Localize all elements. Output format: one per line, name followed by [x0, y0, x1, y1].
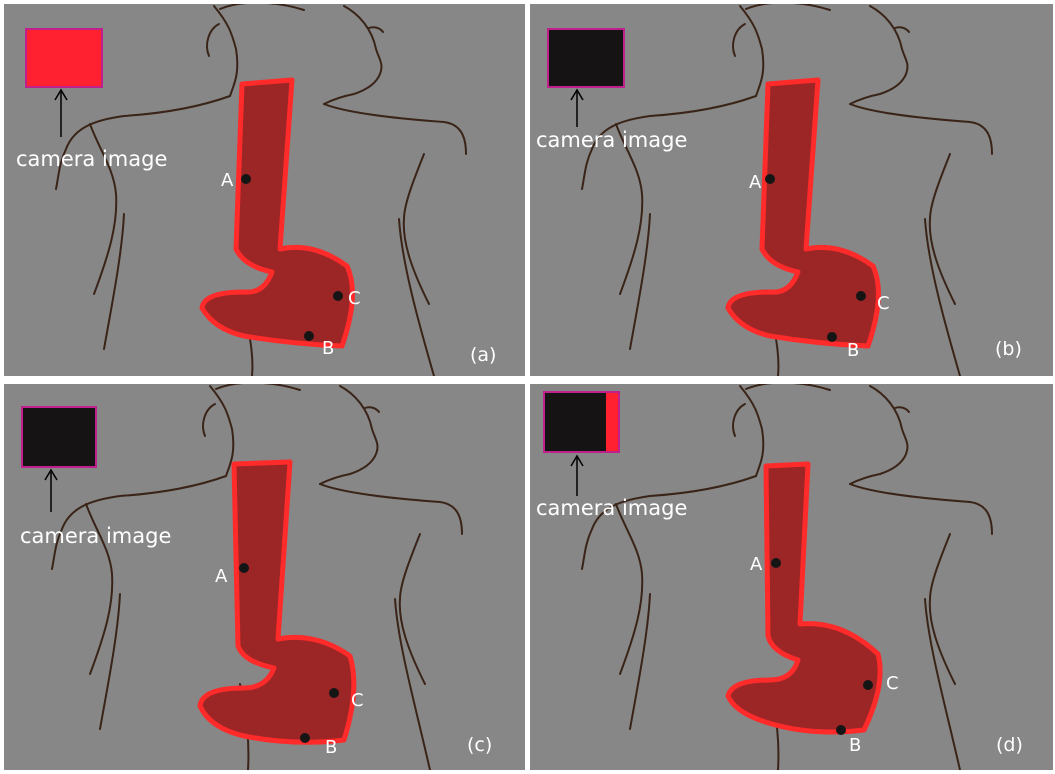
point-label-c: C [877, 293, 890, 314]
marker-c [329, 688, 339, 698]
marker-a [241, 174, 251, 184]
point-label-a: A [750, 554, 762, 575]
point-label-c: C [886, 673, 899, 694]
marker-a [239, 563, 249, 573]
anatomy-illustration [4, 4, 525, 376]
camera-caption: camera image [536, 128, 687, 152]
panel-b: camera image A B C (b) [530, 4, 1053, 376]
camera-image-box [22, 407, 96, 467]
camera-caption: camera image [536, 496, 687, 520]
panel-label: (d) [996, 734, 1023, 756]
anatomy-illustration [530, 384, 1053, 770]
panel-a: camera image A B C (a) [4, 4, 525, 376]
point-label-c: C [348, 288, 361, 309]
point-label-b: B [849, 735, 861, 756]
marker-c [333, 291, 343, 301]
marker-c [856, 291, 866, 301]
marker-a [765, 174, 775, 184]
anatomy-illustration [530, 4, 1053, 376]
point-label-b: B [847, 340, 859, 361]
panel-d: camera image A B C (d) [530, 384, 1053, 770]
point-label-b: B [322, 338, 334, 359]
camera-image-box [544, 392, 606, 452]
panel-label: (c) [467, 734, 492, 756]
marker-b [304, 331, 314, 341]
marker-b [827, 332, 837, 342]
point-label-b: B [325, 737, 337, 758]
point-label-a: A [215, 566, 227, 587]
marker-b [300, 733, 310, 743]
camera-caption: camera image [16, 147, 167, 171]
marker-c [863, 680, 873, 690]
point-label-a: A [749, 172, 761, 193]
camera-image-red-edge [606, 392, 619, 452]
marker-b [836, 725, 846, 735]
panel-c: camera image A B C (c) [4, 384, 525, 770]
panel-label: (a) [470, 344, 496, 366]
marker-a [771, 558, 781, 568]
anatomy-illustration [4, 384, 525, 770]
camera-image-box [26, 29, 102, 87]
camera-caption: camera image [20, 524, 171, 548]
point-label-a: A [221, 170, 233, 191]
panel-label: (b) [995, 338, 1022, 360]
camera-image-box [548, 29, 624, 87]
point-label-c: C [351, 690, 364, 711]
